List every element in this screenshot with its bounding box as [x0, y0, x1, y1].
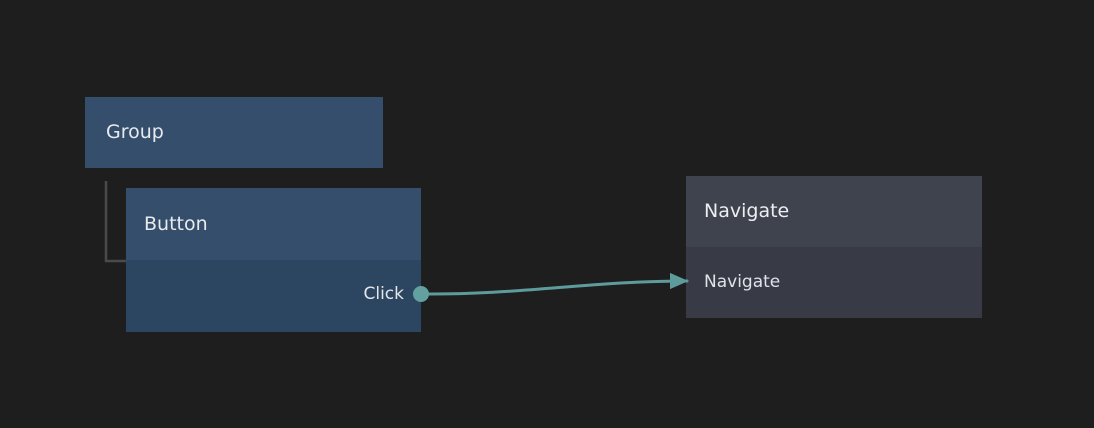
- port-row-navigate[interactable]: Navigate: [686, 247, 982, 318]
- port-row-click[interactable]: Click: [126, 260, 421, 328]
- node-button-header[interactable]: Button: [126, 188, 421, 260]
- node-button-body: Click: [126, 260, 421, 332]
- port-label-navigate: Navigate: [704, 272, 781, 292]
- node-navigate-title: Navigate: [704, 200, 790, 222]
- tree-connector-group-to-button: [104, 181, 126, 263]
- node-group[interactable]: Group: [85, 97, 383, 168]
- node-group-title: Group: [106, 121, 164, 143]
- node-navigate-header[interactable]: Navigate: [686, 176, 982, 247]
- port-label-click: Click: [363, 283, 404, 304]
- node-button-title: Button: [144, 212, 208, 235]
- edge-click-to-navigate[interactable]: [419, 272, 689, 296]
- node-button[interactable]: Button Click: [126, 188, 421, 332]
- node-navigate-body: Navigate: [686, 247, 982, 318]
- node-group-header[interactable]: Group: [85, 97, 383, 168]
- node-navigate[interactable]: Navigate Navigate: [686, 176, 982, 318]
